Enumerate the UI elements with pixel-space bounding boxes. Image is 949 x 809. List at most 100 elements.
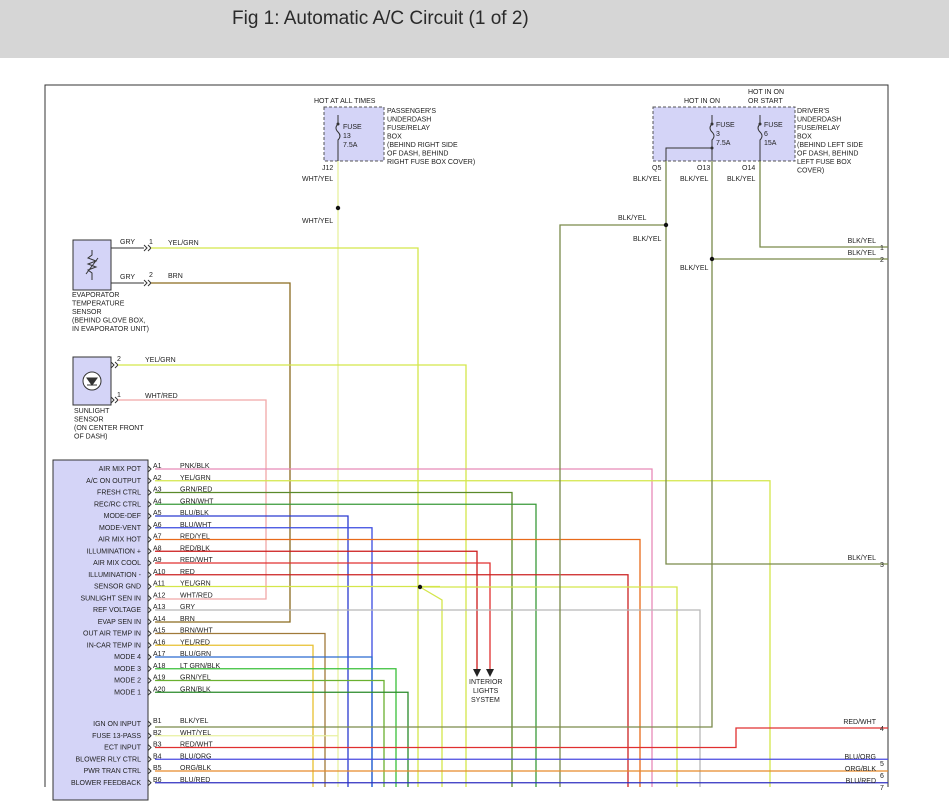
- pin-wire-b4: BLU/ORG: [180, 753, 212, 760]
- pin-name-a17: MODE 4: [114, 654, 141, 661]
- evap-desc-line-5: IN EVAPORATOR UNIT): [72, 326, 149, 333]
- splice-dot-1: [335, 205, 341, 211]
- driver-box-hot-label-a: HOT IN ON: [684, 98, 720, 105]
- pin-connector-a6: [147, 524, 152, 532]
- passenger-desc-line-3: FUSE/RELAY: [387, 125, 430, 132]
- sun-desc-line-1: SUNLIGHT: [74, 408, 110, 415]
- pin-connector-a10: [147, 571, 152, 579]
- pin-connector-a15: [147, 630, 152, 637]
- driver-fuse-a-label: FUSE: [716, 122, 735, 129]
- header-bar: Fig 1: Automatic A/C Circuit (1 of 2): [0, 0, 949, 58]
- pin-id-a7: A7: [153, 534, 162, 541]
- pin-name-b6: BLOWER FEEDBACK: [71, 780, 141, 787]
- driver-desc-line-4: BOX: [797, 134, 812, 141]
- splice-label-2: BLK/YEL: [633, 236, 662, 243]
- passenger-desc-line-2: UNDERDASH: [387, 117, 431, 124]
- pin-connector-a3: [147, 489, 152, 496]
- pin-id-a8: A8: [153, 545, 162, 552]
- pin-connector-a9: [147, 559, 152, 567]
- sun-pin2-wire: YEL/GRN: [145, 357, 176, 364]
- wire-10: [155, 515, 349, 787]
- output-label-4: RED/WHT: [843, 719, 876, 726]
- wire-19: [155, 609, 701, 787]
- figure-title: Fig 1: Automatic A/C Circuit (1 of 2): [232, 8, 529, 29]
- pin-id-a12: A12: [153, 592, 166, 599]
- wire-17: [420, 586, 678, 787]
- pin-connector-b3: [147, 744, 152, 751]
- pin-connector-a7: [147, 536, 152, 543]
- sun-desc-line-2: SENSOR: [74, 417, 104, 424]
- pin-name-a1: AIR MIX POT: [99, 466, 142, 473]
- pin-id-a15: A15: [153, 628, 166, 635]
- output-label-7: BLU/RED: [846, 778, 876, 785]
- driver-fuse-b-amp: 15A: [764, 140, 777, 147]
- wire-32: [155, 727, 888, 749]
- driver-fuse-box: HOT IN ON HOT IN ON OR START FUSE 3 7.5A…: [633, 89, 863, 183]
- wire-26: [665, 161, 888, 565]
- interior-lights-line-3: SYSTEM: [471, 697, 500, 704]
- pin-name-a4: REC/RC CTRL: [94, 501, 141, 508]
- wire-4: [118, 364, 467, 787]
- pin-name-b4: BLOWER RLY CTRL: [76, 756, 142, 763]
- evap-pin1-color: GRY: [120, 239, 135, 246]
- passenger-terminal-label: J12: [322, 165, 333, 172]
- driver-desc-line-5: (BEHIND LEFT SIDE: [797, 142, 863, 149]
- output-label-5: BLU/ORG: [844, 754, 876, 761]
- output-number-1: 1: [880, 245, 884, 252]
- output-number-7: 7: [880, 785, 884, 792]
- output-label-6: ORG/BLK: [845, 766, 876, 773]
- pin-connector-b1: [147, 720, 152, 728]
- driver-desc-line-8: COVER): [797, 168, 824, 175]
- driver-box-internal-wire: [665, 147, 712, 161]
- pin-id-a11: A11: [153, 581, 165, 588]
- wire-14: [155, 562, 491, 669]
- pin-id-a19: A19: [153, 675, 166, 682]
- output-label-2: BLK/YEL: [848, 250, 877, 257]
- wire-15: [155, 574, 629, 787]
- driver-fuse-b-symbol: [757, 115, 763, 161]
- pin-id-a9: A9: [153, 557, 162, 564]
- pin-wire-b6: BLU/RED: [180, 777, 210, 784]
- evap-desc-line-1: EVAPORATOR: [72, 292, 119, 299]
- evap-pin2-wire: BRN: [168, 273, 183, 280]
- passenger-fuse-box: HOT AT ALL TIMES FUSE 13 7.5A J12 WHT/YE…: [302, 98, 475, 225]
- pin-wire-a3: GRN/RED: [180, 487, 212, 494]
- pin-id-a3: A3: [153, 487, 162, 494]
- pin-wire-a14: BRN: [180, 616, 195, 623]
- pin-id-a20: A20: [153, 686, 166, 693]
- pin-connector-a2: [147, 477, 152, 485]
- pin-name-a12: SUNLIGHT SEN IN: [80, 595, 141, 602]
- wire-3: [151, 282, 291, 623]
- passenger-wire-label-1: WHT/YEL: [302, 176, 333, 183]
- pin-wire-a2: YEL/GRN: [180, 475, 211, 482]
- driver-desc-line-7: LEFT FUSE BOX: [797, 159, 852, 166]
- wire-9: [155, 503, 537, 787]
- driver-terminal-q5: Q5: [652, 165, 661, 172]
- pin-wire-a7: RED/YEL: [180, 534, 210, 541]
- pin-name-a5: MODE-DEF: [104, 513, 141, 520]
- pin-wire-b5: ORG/BLK: [180, 765, 211, 772]
- wire-22: [155, 656, 373, 787]
- pin-name-b5: PWR TRAN CTRL: [84, 768, 142, 775]
- pin-name-a2: A/C ON OUTPUT: [86, 478, 142, 485]
- pin-wire-a12: WHT/RED: [180, 592, 213, 599]
- pin-connector-a1: [147, 465, 152, 473]
- pin-id-a5: A5: [153, 510, 162, 517]
- pin-wire-a13: GRY: [180, 604, 195, 611]
- pin-id-a17: A17: [153, 651, 166, 658]
- pin-name-a11: SENSOR GND: [94, 584, 141, 591]
- passenger-fuse-label: FUSE: [343, 124, 362, 131]
- interior-lights-arrow-2: [486, 669, 494, 677]
- output-number-3: 3: [880, 562, 884, 569]
- pin-connector-b5: [147, 767, 152, 775]
- sun-pin1-number: 1: [117, 392, 121, 399]
- control-module-body: [52, 459, 149, 801]
- pin-id-a10: A10: [153, 569, 166, 576]
- pin-connector-a8: [147, 547, 152, 555]
- passenger-fuse-number: 13: [343, 133, 351, 140]
- pin-wire-b2: WHT/YEL: [180, 730, 211, 737]
